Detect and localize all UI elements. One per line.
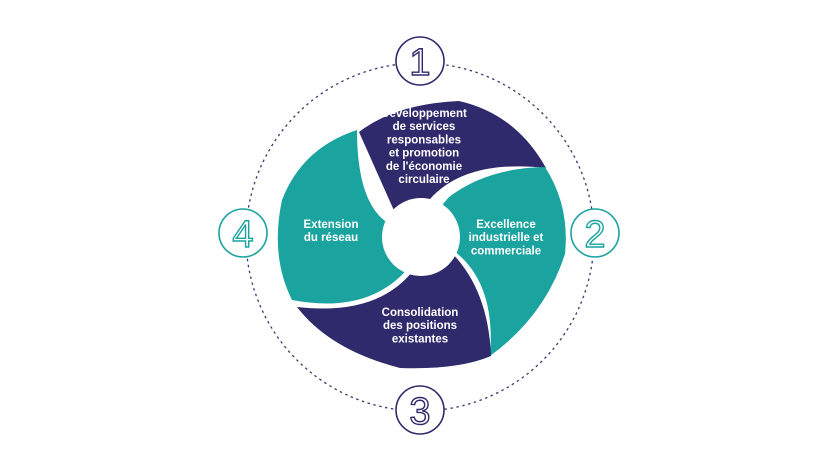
step-1-number: 1 <box>409 42 430 84</box>
segment-4-label-line: Extension <box>304 219 359 231</box>
step-2-badge: 2 <box>570 208 620 258</box>
center-circle <box>382 198 460 276</box>
step-3-badge-circle <box>395 385 445 435</box>
segment-1-label-line: de services <box>393 121 456 133</box>
segment-3-label-line: des positions <box>383 320 457 332</box>
segment-2-label-line: industrielle et <box>469 232 544 244</box>
step-3-badge: 3 <box>395 385 445 435</box>
step-2-badge-circle <box>570 208 620 258</box>
segment-1-label-line: circulaire <box>398 174 449 186</box>
step-1-badge-circle <box>395 36 445 86</box>
segment-1-label-line: et promotion <box>389 148 459 160</box>
step-2-number: 2 <box>584 214 605 256</box>
segment-1-label-line: Développement <box>381 108 467 120</box>
step-4-badge-circle <box>218 208 268 258</box>
step-1-badge: 1 <box>395 36 445 86</box>
segment-2-label-line: Excellence <box>476 219 535 231</box>
step-4-number: 4 <box>232 214 253 256</box>
segment-2-label-line: commerciale <box>471 245 541 257</box>
segment-1-label-line: responsables <box>387 134 461 146</box>
step-3-number: 3 <box>409 391 430 433</box>
segment-3-label-line: existantes <box>392 333 448 345</box>
segment-4-label-line: du réseau <box>304 232 358 244</box>
segment-1-label-line: de l'économie <box>386 161 462 173</box>
segment-2-excellence <box>416 167 566 356</box>
step-4-badge: 4 <box>218 208 268 258</box>
segment-3-label-line: Consolidation <box>382 307 459 319</box>
